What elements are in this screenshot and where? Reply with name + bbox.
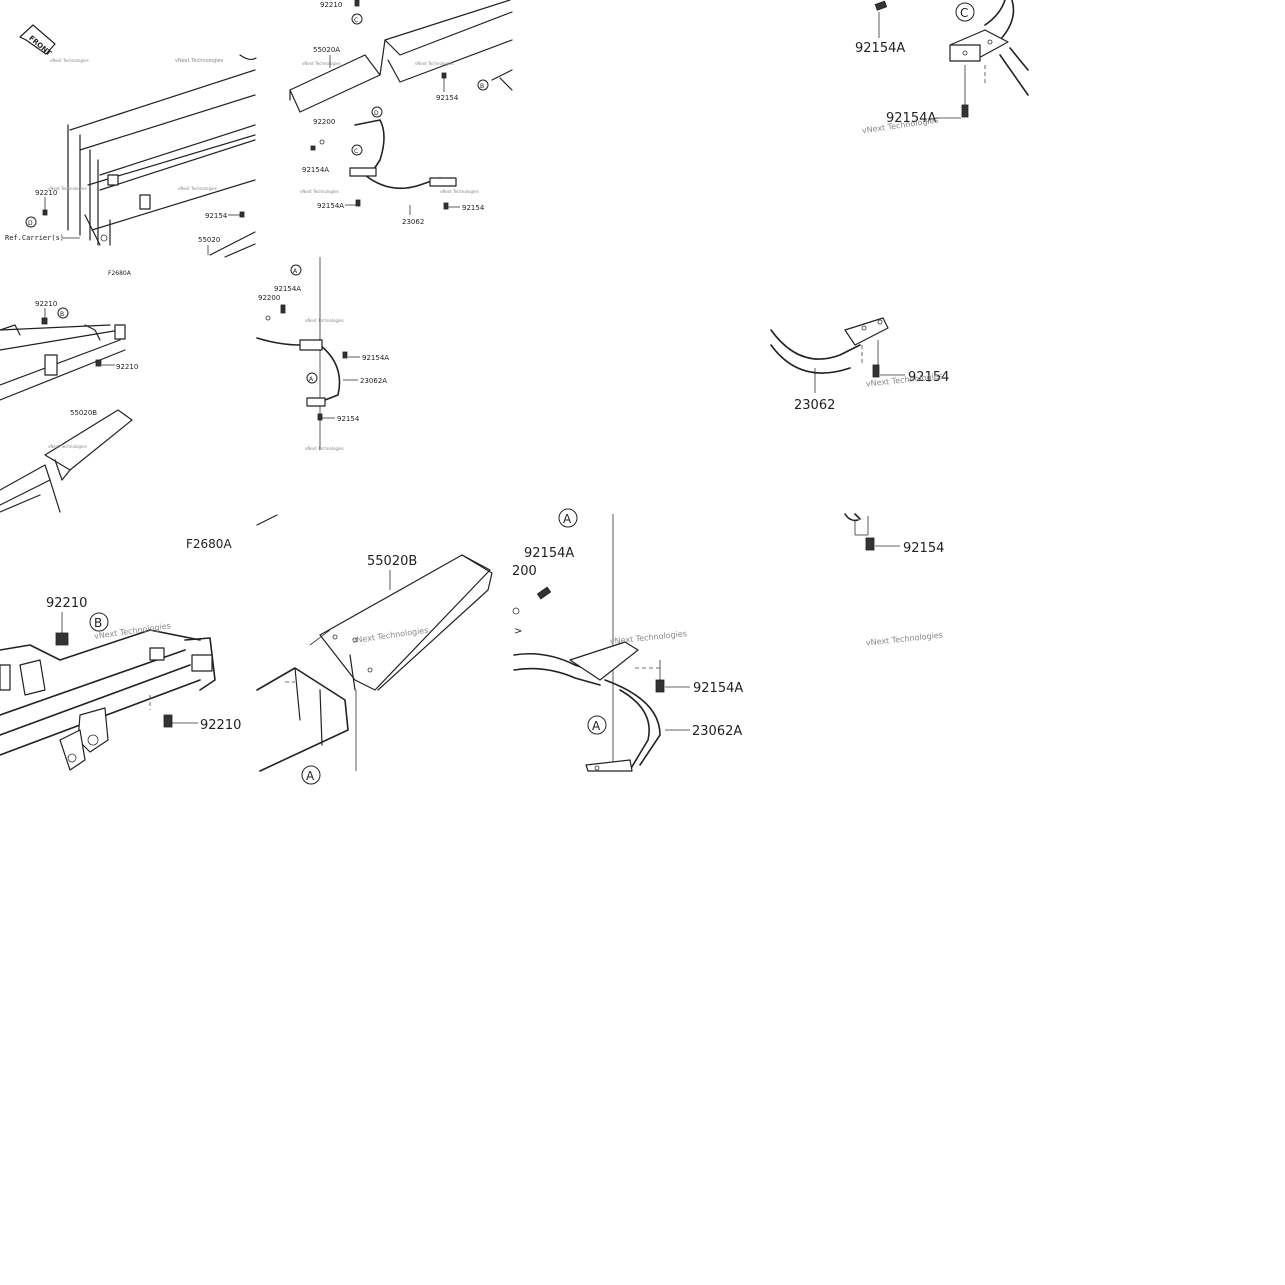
callout-a: A [293,268,298,275]
watermark: vNext Technologies [305,446,344,451]
tile-zoom-bracket-c: C 92154A C 92154A vNext Technologies [855,0,1029,135]
watermark: vNext Technologies [50,58,89,63]
front-arrow-icon: FRONT [19,24,56,58]
label-92210: 92210 [46,596,87,611]
label-55020b: 55020B [70,409,97,417]
bolt-icon [874,0,888,11]
fig-code: F2680A [186,537,232,551]
watermark: vNext Technologies [178,186,217,191]
tile-zoom-bar-23062: 92154 vNext Technologies 23062 [770,317,949,413]
label-92154a: 92154A [524,546,574,561]
callout-a: A [309,376,314,383]
label-55020b: 55020B [367,554,417,569]
callout-d: D [374,110,379,117]
label-23062: 23062 [402,218,424,226]
label-23062: 23062 [794,398,835,413]
tile-overview: FRONT vNext Technologies vNext Technolog… [5,24,257,277]
label-92154a: 92154A [362,354,389,362]
label-55020: 55020 [198,236,220,244]
watermark: vNext Technologies [302,61,341,66]
watermark: vNext Technologies [48,444,87,449]
bolt-icon [536,586,552,600]
callout-c: C [354,148,358,155]
label-92154: 92154 [436,94,459,102]
callout-a: A [306,769,315,783]
tile-zoom-upper: 92210 C 55020A vNext Technologies vNext … [289,0,513,226]
label-92154a: 92154A [317,202,344,210]
callout-a: A [563,512,572,526]
cut-arrow-glyph: > [514,626,522,637]
callout-b: B [94,616,102,630]
label-23062a: 23062A [360,377,387,385]
callout-c: C [354,17,358,24]
watermark: vNext Technologies [48,186,87,191]
label-92210: 92210 [35,189,57,197]
fig-code-small: F2680A [108,270,132,277]
tile-zoom-rail-55020b: 55020B vNext Technologies A [256,514,493,785]
callout-d: D [28,220,33,227]
callout-a: A [592,719,601,733]
label-92154a: 92154A [302,166,329,174]
label-92210: 92210 [35,300,57,308]
label-92210: 92210 [116,363,138,371]
watermark: vNext Technologies [175,58,224,64]
label-23062a: 23062A [692,724,742,739]
label-92200: 92200 [313,118,335,126]
callout-b: B [480,83,484,90]
label-92154: 92154 [205,212,228,220]
label-92154a: 92154A [693,681,743,696]
label-55020a: 55020A [313,46,340,54]
label-92210: 92210 [320,1,342,9]
label-92154: 92154 [462,204,485,212]
watermark: vNext Technologies [865,631,943,648]
watermark: vNext Technologies [305,318,344,323]
label-92200: 92200 [258,294,280,302]
callout-b: B [60,311,64,318]
callout-c: C [960,6,968,20]
watermark: vNext Technologies [440,189,479,194]
tile-zoom-center: A 92154A 92200 vNext Technologies 92154A… [256,257,389,451]
ref-carriers-note: Ref.Carrier(s) [5,234,64,242]
tile-zoom-left: 92210 B 92210 55020B vNext Technologies [0,300,138,513]
tile-zoom-frame-b: F2680A 92210 B 92210 vNext Technologies [0,537,241,771]
label-92154a: 92154A [855,41,905,56]
tile-zoom-bar-23062a: A 92154A 200 > vNext Technologies 92154A… [512,508,743,772]
label-92200-cut: 200 [512,564,537,579]
label-92154: 92154 [337,415,360,423]
label-92210: 92210 [200,718,241,733]
watermark: vNext Technologies [415,61,454,66]
label-92154: 92154 [903,541,944,556]
label-92154: 92154 [908,370,949,385]
label-92154a: 92154A [274,285,301,293]
watermark: vNext Technologies [300,189,339,194]
tile-zoom-bolt-92154: 92154 vNext Technologies [844,513,944,648]
label-92154a: 92154A [886,111,936,126]
